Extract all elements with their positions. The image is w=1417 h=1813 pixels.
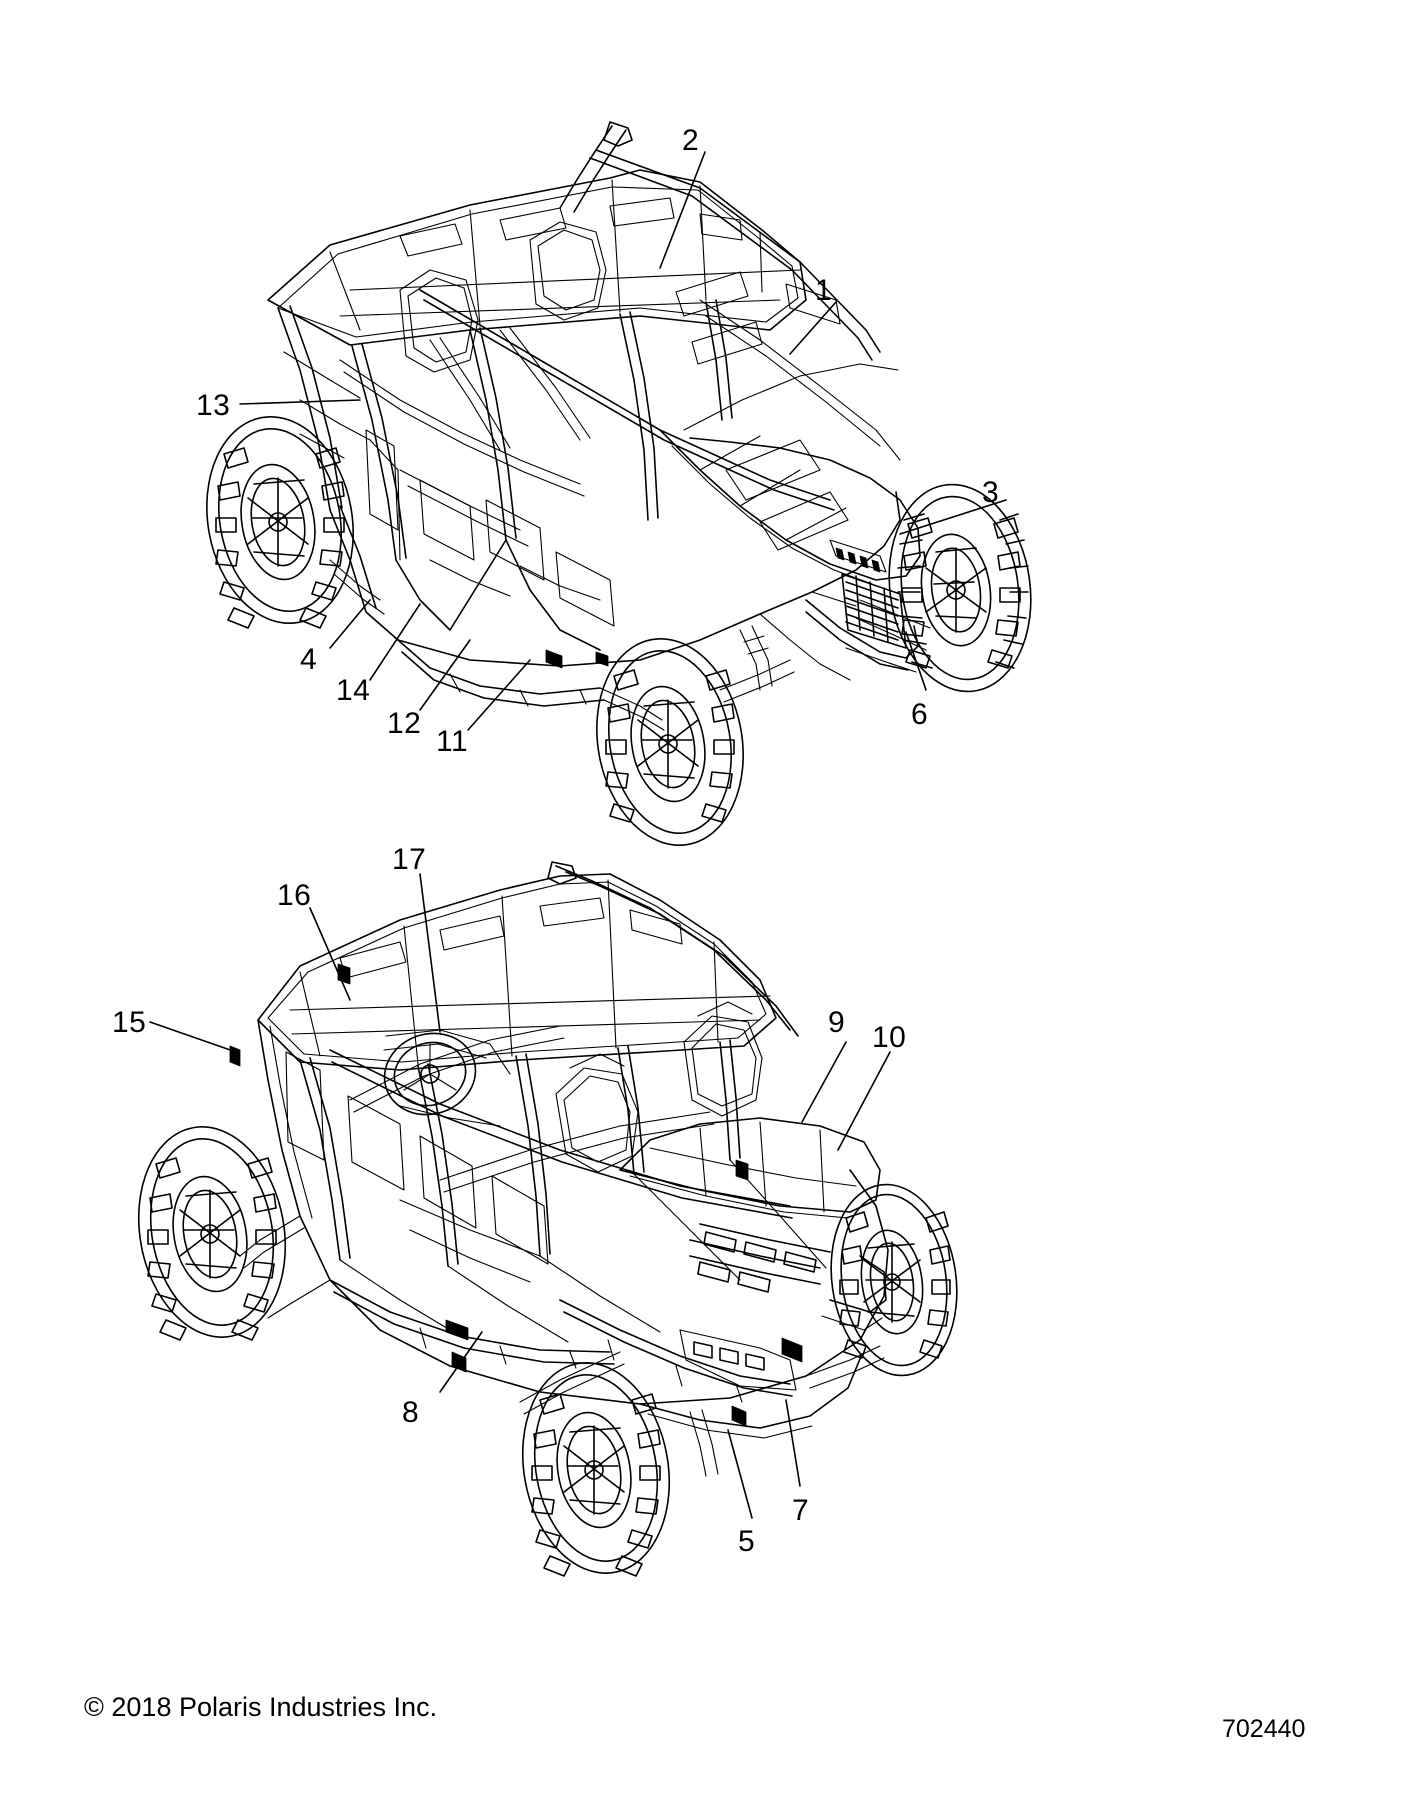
callout-17[interactable]: 17	[392, 843, 427, 876]
callout-7[interactable]: 7	[792, 1494, 810, 1527]
callout-2[interactable]: 2	[682, 124, 700, 157]
lower-vehicle-illustration	[137, 861, 958, 1577]
callout-15[interactable]: 15	[112, 1006, 147, 1039]
drawing-part-number: 702440	[1222, 1715, 1306, 1743]
callout-10[interactable]: 10	[872, 1021, 907, 1054]
callout-11[interactable]: 11	[436, 725, 469, 758]
callout-1[interactable]: 1	[815, 274, 833, 307]
callout-4[interactable]: 4	[300, 643, 318, 676]
callout-5[interactable]: 5	[738, 1525, 756, 1558]
copyright-notice: © 2018 Polaris Industries Inc.	[84, 1692, 438, 1722]
leader-lines-lower	[149, 873, 891, 1519]
wheel-front-left-lower	[521, 1362, 671, 1577]
callout-12[interactable]: 12	[387, 707, 422, 740]
wheel-front-right	[888, 483, 1032, 693]
callout-13[interactable]: 13	[196, 389, 231, 422]
wheel-rear-left-lower	[137, 1126, 287, 1341]
callout-14[interactable]: 14	[336, 674, 371, 707]
upper-vehicle-illustration	[206, 121, 1032, 846]
leader-lines-upper	[239, 151, 1007, 731]
callout-9[interactable]: 9	[828, 1006, 846, 1039]
wheel-rear-left	[206, 416, 354, 629]
wheel-rear-right-lower	[830, 1183, 958, 1377]
callout-6[interactable]: 6	[911, 698, 929, 731]
steering-wheel	[383, 1032, 477, 1116]
callout-16[interactable]: 16	[277, 879, 312, 912]
callout-8[interactable]: 8	[402, 1396, 420, 1429]
wheel-front-left	[596, 638, 744, 846]
callout-3[interactable]: 3	[982, 476, 1000, 509]
